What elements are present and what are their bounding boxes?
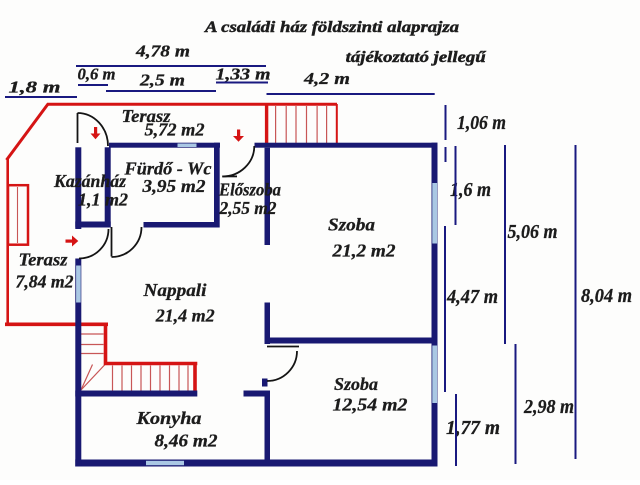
svg-text:4,47 m: 4,47 m [446,287,498,308]
svg-text:Nappali: Nappali [142,280,206,300]
svg-text:12,54 m2: 12,54 m2 [333,395,408,415]
svg-text:7,84 m2: 7,84 m2 [16,272,74,292]
svg-text:1,06 m: 1,06 m [457,113,506,134]
svg-text:2,98 m: 2,98 m [523,397,574,418]
svg-text:Előszoba: Előszoba [218,180,281,200]
svg-text:Kazánház: Kazánház [53,171,126,191]
svg-text:8,46 m2: 8,46 m2 [155,431,218,451]
svg-text:1,77 m: 1,77 m [446,418,500,439]
svg-text:5,06 m: 5,06 m [508,222,558,243]
svg-text:0,6 m: 0,6 m [78,65,116,84]
svg-text:2,5 m: 2,5 m [139,71,185,90]
svg-text:Szoba: Szoba [328,215,375,235]
svg-text:Szoba: Szoba [334,374,378,394]
svg-text:4,2 m: 4,2 m [303,69,350,88]
svg-text:A családi ház földszinti alapr: A családi ház földszinti alaprajza [204,19,459,36]
svg-text:21,2 m2: 21,2 m2 [331,241,395,261]
svg-text:Terasz: Terasz [19,250,68,270]
svg-text:5,72 m2: 5,72 m2 [145,120,205,140]
svg-text:1,6 m: 1,6 m [450,180,491,201]
svg-text:21,4 m2: 21,4 m2 [155,306,215,326]
svg-text:4,78 m: 4,78 m [135,42,190,61]
svg-text:Terasz: Terasz [122,106,171,126]
svg-text:1,1 m2: 1,1 m2 [78,190,128,210]
svg-text:Fürdő - Wc: Fürdő - Wc [123,159,211,179]
svg-text:2,55 m2: 2,55 m2 [219,198,277,218]
svg-text:1,33 m: 1,33 m [216,65,271,84]
svg-text:8,04 m: 8,04 m [581,286,632,307]
svg-text:1,8 m: 1,8 m [9,78,61,97]
svg-text:3,95 m2: 3,95 m2 [141,176,205,196]
svg-text:tájékoztató jellegű: tájékoztató jellegű [346,49,488,66]
svg-text:Konyha: Konyha [135,408,201,428]
